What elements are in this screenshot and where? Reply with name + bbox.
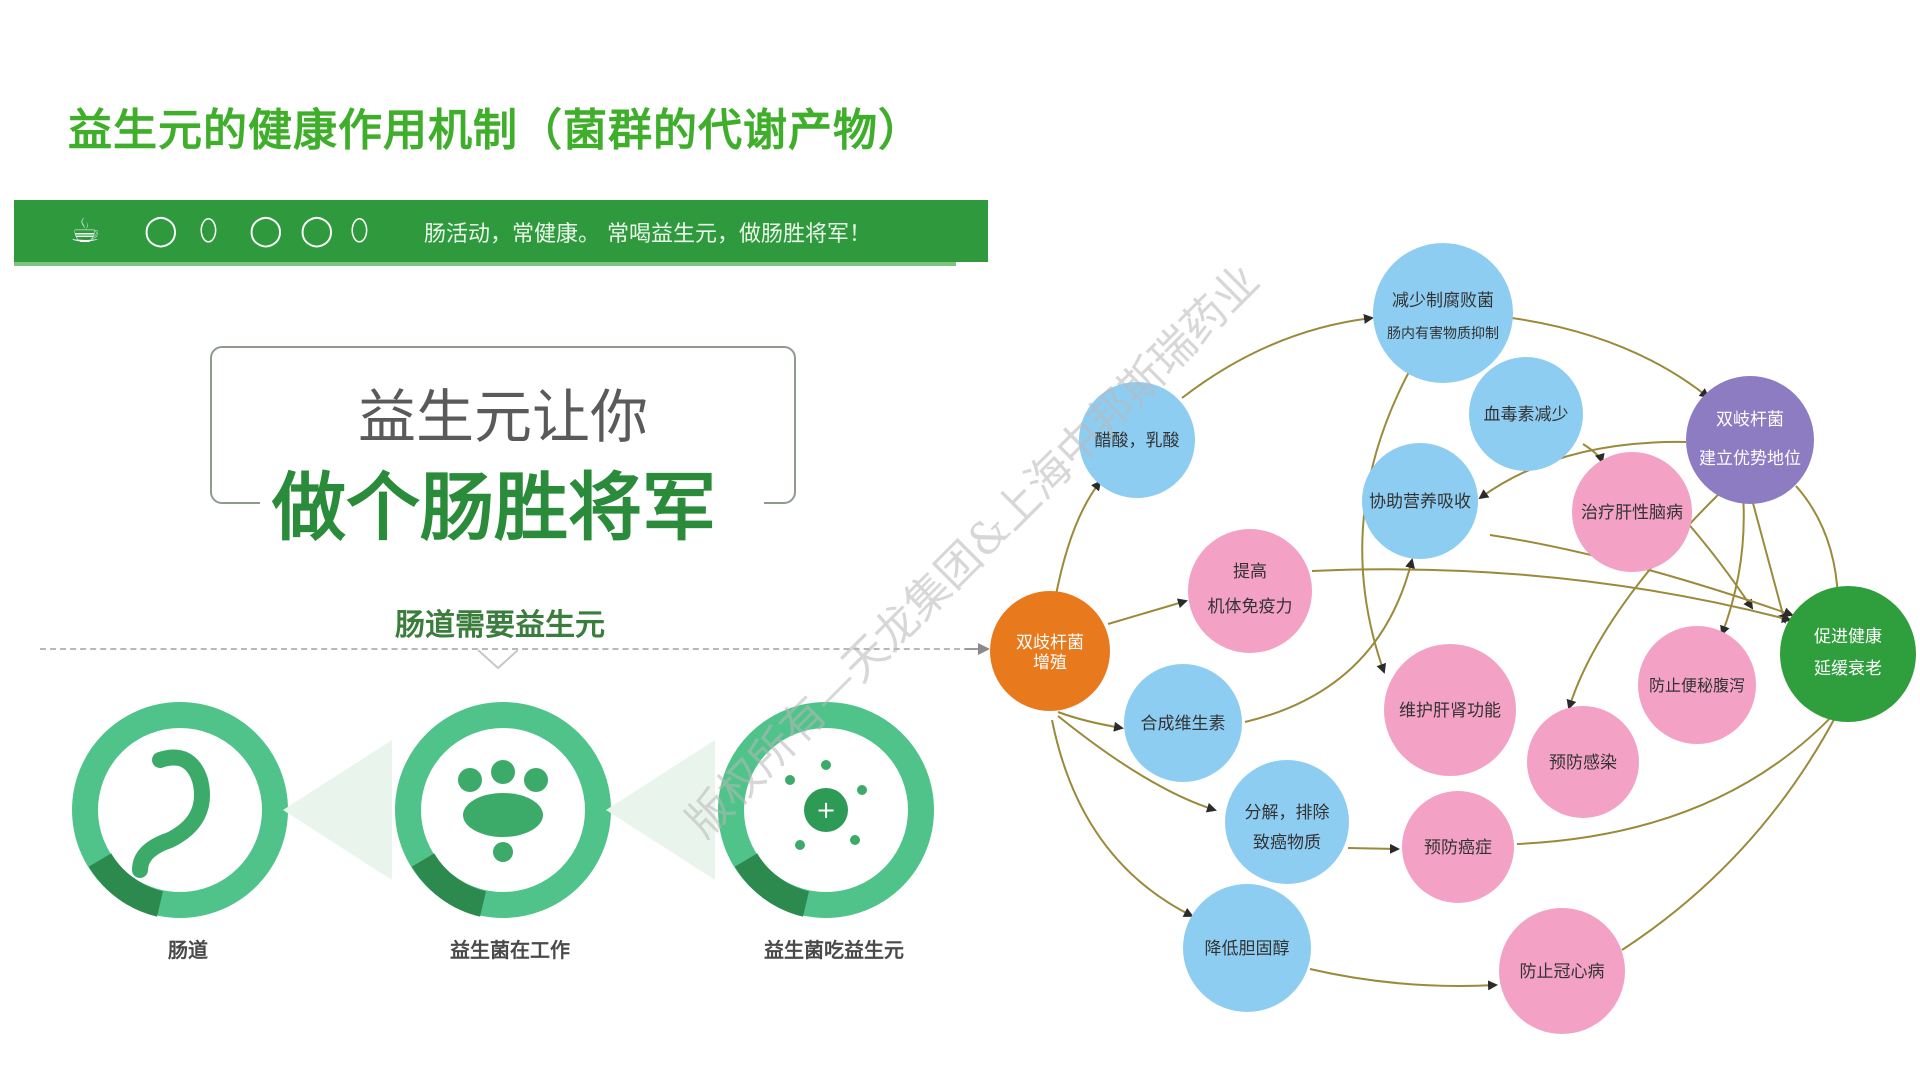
node-health-l1: 促进健康 bbox=[1814, 627, 1882, 647]
node-cancer: 预防癌症 bbox=[1402, 791, 1514, 903]
node-vitamin-l1: 合成维生素 bbox=[1141, 714, 1226, 734]
node-cancer-l1: 预防癌症 bbox=[1424, 838, 1492, 858]
node-kidney: 维护肝肾功能 bbox=[1384, 644, 1516, 776]
node-vitamin: 合成维生素 bbox=[1124, 664, 1242, 782]
svg-text:+: + bbox=[816, 796, 836, 824]
node-kidney-l1: 维护肝肾功能 bbox=[1399, 701, 1501, 721]
coffee-cup-icon: ☕ bbox=[70, 211, 101, 251]
green-banner: ☕ ◯ ⬯ ◯ ◯ ⬯ 肠活动，常健康。 常喝益生元，做肠胜将军！ bbox=[14, 200, 988, 262]
node-start-l1: 双歧杆菌 bbox=[1016, 633, 1084, 653]
node-infect: 预防感染 bbox=[1527, 706, 1639, 818]
node-chol: 降低胆固醇 bbox=[1183, 884, 1311, 1012]
node-reduce-l1: 减少制腐败菌 bbox=[1392, 291, 1494, 311]
node-immune-l1: 提高 bbox=[1233, 562, 1267, 582]
cycle-arrow-1 bbox=[283, 740, 392, 880]
node-health: 促进健康 延缓衰老 bbox=[1780, 586, 1916, 722]
banner-shadow bbox=[14, 262, 956, 266]
shield-icon: + bbox=[785, 760, 867, 850]
node-constip: 防止便秘腹泻 bbox=[1638, 626, 1756, 744]
stomach-icon bbox=[132, 749, 210, 878]
node-constip-l1: 防止便秘腹泻 bbox=[1649, 676, 1745, 695]
cycle-label-eating: 益生菌吃益生元 bbox=[764, 938, 904, 962]
node-reduce-l2: 肠内有害物质抑制 bbox=[1387, 326, 1499, 342]
cycle-label-working: 益生菌在工作 bbox=[450, 938, 570, 962]
node-heart-l1: 防止冠心病 bbox=[1520, 962, 1605, 982]
node-immune: 提高 机体免疫力 bbox=[1188, 529, 1312, 653]
node-decomp-l2: 致癌物质 bbox=[1253, 833, 1321, 853]
cycle-label-intestine: 肠道 bbox=[168, 938, 208, 962]
circle-icon: ◯ bbox=[144, 213, 178, 248]
need-label: 肠道需要益生元 bbox=[395, 608, 605, 643]
round-icon: ◯ bbox=[300, 213, 334, 248]
cycle-arrow-2 bbox=[606, 740, 715, 880]
node-liver: 治疗肝性脑病 bbox=[1572, 452, 1692, 572]
node-absorb: 协助营养吸收 bbox=[1362, 443, 1478, 559]
banner-slogan: 肠活动，常健康。 常喝益生元，做肠胜将军！ bbox=[424, 222, 871, 247]
node-health-l2: 延缓衰老 bbox=[1814, 659, 1882, 679]
node-infect-l1: 预防感染 bbox=[1549, 753, 1617, 773]
node-toxin: 血毒素减少 bbox=[1469, 357, 1583, 471]
promo-line1: 益生元让你 bbox=[357, 383, 648, 451]
dash-notch bbox=[477, 649, 519, 670]
oval-icon: ⬯ bbox=[199, 213, 218, 248]
node-heart: 防止冠心病 bbox=[1499, 908, 1625, 1034]
node-liver-l1: 治疗肝性脑病 bbox=[1581, 503, 1683, 523]
bean-icon: ⬯ bbox=[350, 213, 369, 248]
node-acid: 醋酸，乳酸 bbox=[1079, 382, 1195, 498]
page-title: 益生元的健康作用机制（菌群的代谢产物） bbox=[68, 105, 923, 156]
node-bifido-l2: 建立优势地位 bbox=[1699, 449, 1801, 469]
node-absorb-l1: 协助营养吸收 bbox=[1369, 492, 1471, 512]
node-bifido-l1: 双岐杆菌 bbox=[1716, 410, 1784, 430]
node-bifido: 双岐杆菌 建立优势地位 bbox=[1686, 376, 1814, 504]
node-immune-l2: 机体免疫力 bbox=[1208, 597, 1293, 617]
cycle-working bbox=[395, 702, 611, 918]
cycle-intestine bbox=[72, 702, 288, 918]
bacteria-icon bbox=[458, 760, 548, 862]
node-start: 双歧杆菌 增殖 bbox=[990, 591, 1110, 711]
node-decomp-l1: 分解，排除 bbox=[1245, 803, 1330, 823]
dashed-divider bbox=[40, 648, 970, 650]
node-reduce: 减少制腐败菌 肠内有害物质抑制 bbox=[1373, 243, 1513, 383]
node-acid-l1: 醋酸，乳酸 bbox=[1095, 431, 1180, 451]
node-toxin-l1: 血毒素减少 bbox=[1484, 405, 1569, 425]
promo-line2: 做个肠胜将军 bbox=[260, 448, 764, 555]
node-start-l2: 增殖 bbox=[1033, 653, 1067, 673]
cycle-eating: + bbox=[718, 702, 934, 918]
node-decomp: 分解，排除 致癌物质 bbox=[1225, 760, 1349, 884]
node-chol-l1: 降低胆固醇 bbox=[1205, 939, 1290, 959]
ring-icon: ◯ bbox=[249, 213, 283, 248]
